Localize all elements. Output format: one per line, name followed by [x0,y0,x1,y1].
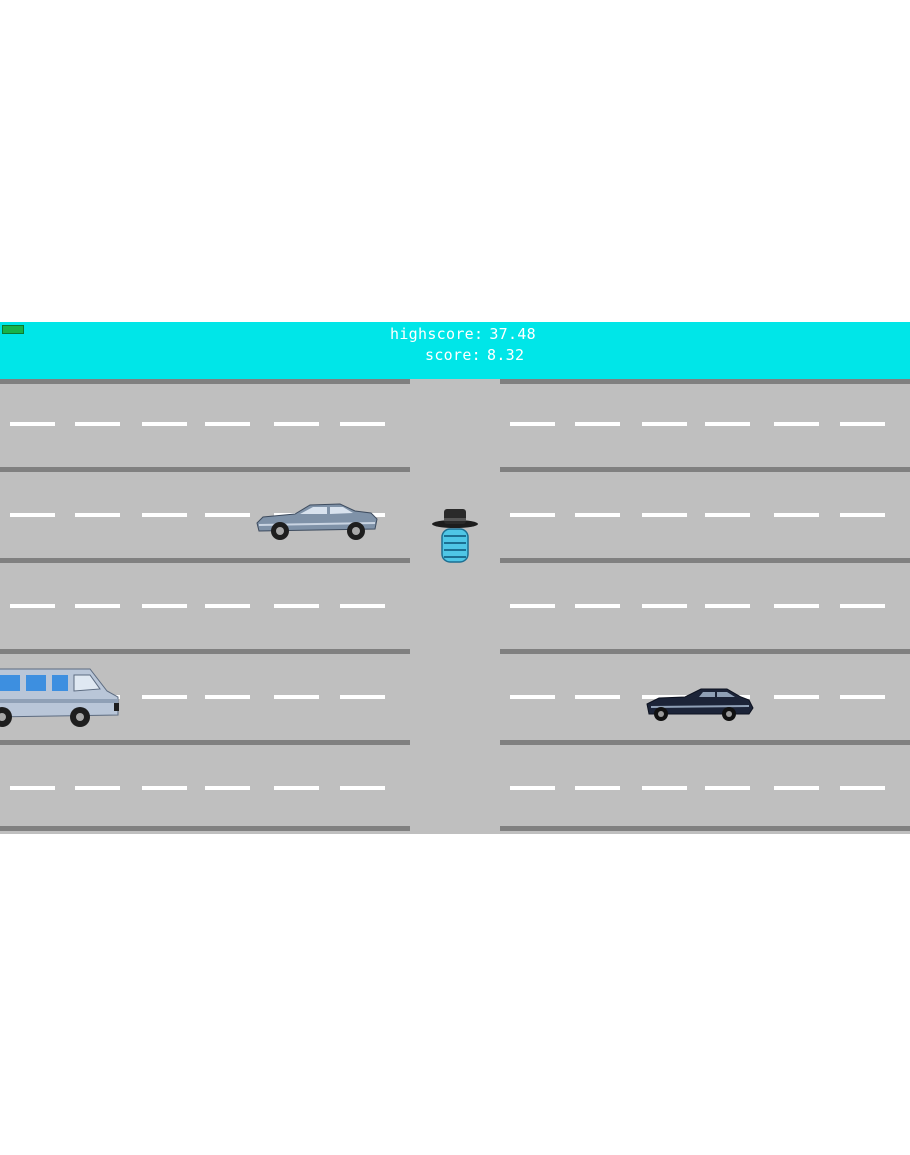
lane-dash [774,604,819,608]
lane-dash [10,786,55,790]
lane-dash [774,513,819,517]
lane-divider [500,558,910,563]
lane-dash [840,513,885,517]
lane-dash [274,604,319,608]
highscore-label: highscore: [390,325,484,343]
lane-dash [274,695,319,699]
lane-dash [340,786,385,790]
lane-dash [75,604,120,608]
lane-dash [205,786,250,790]
lane-divider [0,826,410,831]
lane-divider [500,740,910,745]
lane-dash [510,604,555,608]
lane-dash [510,513,555,517]
lane-dash [142,513,187,517]
lane-dash [642,422,687,426]
lane-dash [510,695,555,699]
dark-classic-car [646,688,754,721]
lane-dash [10,513,55,517]
lane-dash [340,604,385,608]
lane-dash [205,513,250,517]
lane-dash [75,786,120,790]
silver-sedan [256,503,378,540]
lane-dash [840,695,885,699]
lane-dash [840,604,885,608]
lane-dash [575,786,620,790]
lane-dash [142,422,187,426]
lane-dash [642,786,687,790]
lane-dash [142,604,187,608]
score-display: score: 8.32 [425,346,524,364]
score-label: score: [425,346,481,364]
lane-dash [205,422,250,426]
lane-divider [0,558,410,563]
lane-dash [705,513,750,517]
lane-divider [0,467,410,472]
lane-dash [10,604,55,608]
lane-dash [575,695,620,699]
lane-dash [575,513,620,517]
lane-dash [774,786,819,790]
lane-dividers [0,379,910,831]
lane-dash [75,513,120,517]
status-indicator [2,325,24,334]
lane-dash [205,695,250,699]
lane-dash [840,786,885,790]
lane-dash [575,604,620,608]
game-area[interactable]: highscore: 37.48 score: 8.32 [0,322,910,834]
lane-dash [142,695,187,699]
lane-dash [340,695,385,699]
lane-dash [510,786,555,790]
road-fill [0,379,910,834]
lane-dash [774,422,819,426]
highscore-display: highscore: 37.48 [390,325,536,343]
lane-divider [500,467,910,472]
lane-divider [0,379,410,384]
lane-dash [705,604,750,608]
lane-dash [774,695,819,699]
score-value: 8.32 [487,346,525,364]
road [0,379,910,834]
lane-markings [10,422,885,790]
lane-dash [274,422,319,426]
lane-divider [500,826,910,831]
lane-dash [205,604,250,608]
road-surface [0,379,910,834]
hud-bar: highscore: 37.48 score: 8.32 [0,322,910,379]
lane-divider [0,649,410,654]
lane-dash [510,422,555,426]
lane-dash [340,422,385,426]
highscore-value: 37.48 [489,325,536,343]
lane-divider [500,379,910,384]
lane-dash [142,786,187,790]
lane-dash [705,422,750,426]
lane-divider [500,649,910,654]
lane-dash [75,422,120,426]
white-van [0,668,119,727]
lane-divider [0,740,410,745]
lane-dash [840,422,885,426]
lane-dash [705,786,750,790]
lane-dash [575,422,620,426]
lane-dash [642,695,687,699]
road-canvas [0,379,910,834]
lane-dash [274,786,319,790]
lane-dash [642,604,687,608]
lane-dash [10,422,55,426]
lane-dash [642,513,687,517]
hat-robot-icon[interactable] [432,509,478,563]
